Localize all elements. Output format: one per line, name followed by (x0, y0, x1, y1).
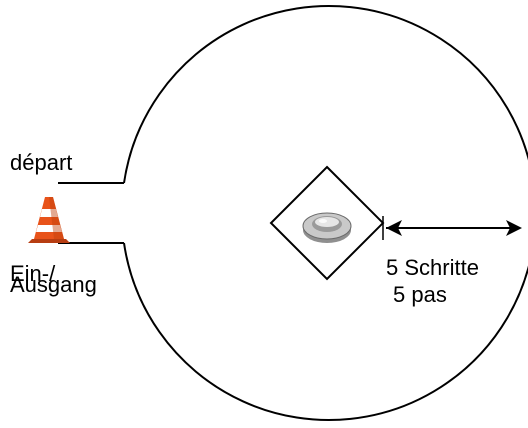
label-depart: départ (10, 150, 72, 175)
traffic-cone-icon (28, 197, 70, 243)
distance-arrowhead-right (506, 220, 522, 236)
arena-circle-outline (123, 5, 528, 421)
label-5-pas: 5 pas (393, 282, 447, 307)
distance-arrowhead-left (386, 220, 402, 236)
label-ein-ausgang-line1: Ein-/ (10, 261, 56, 286)
label-ein-ausgang-line2: Ausgang (10, 272, 97, 297)
food-bowl-icon (302, 212, 352, 243)
label-5-schritte: 5 Schritte (386, 255, 479, 280)
